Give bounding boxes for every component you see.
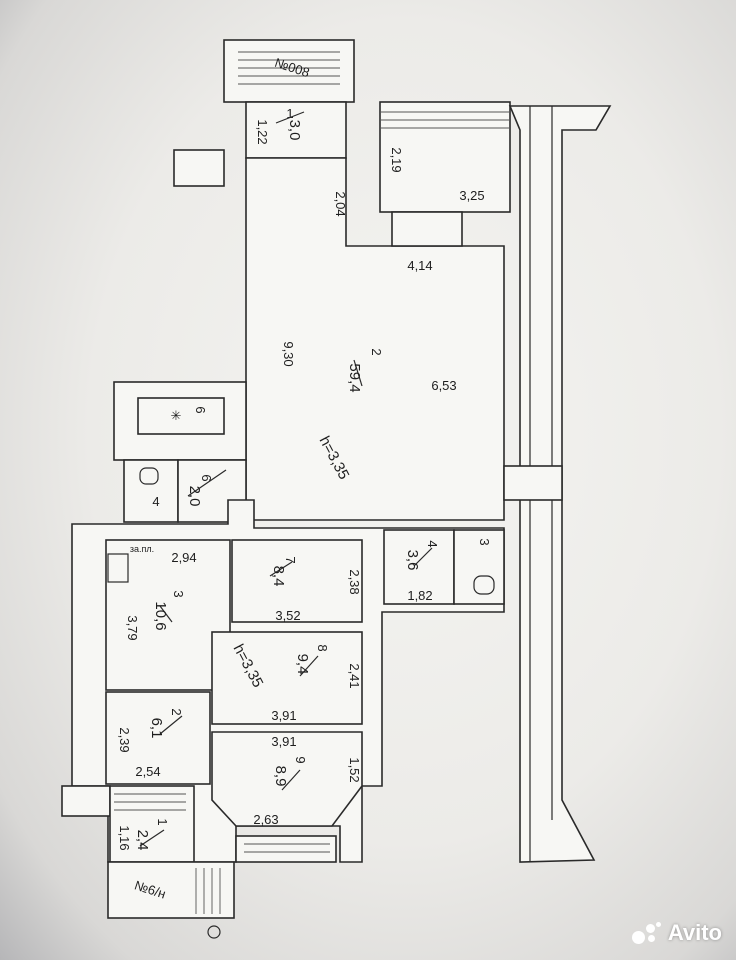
kitchen-dim-379: 3,79 [125,615,140,640]
hall-6-number: 6 [199,474,214,481]
wc-4-right-number: 4 [425,540,440,547]
main-area: 59,4 [346,363,363,392]
entry-1: 1,16 1 2,4 [61,785,337,863]
storage-6-number: 6 [193,406,208,413]
room-9-number: 9 [293,756,308,763]
room-8-number: 8 [315,644,330,651]
room-9: 3,91 9 8,9 1,52 2,63 [211,731,363,827]
kitchen-number: 3 [171,590,186,597]
room-9-dim-391: 3,91 [271,734,296,749]
main-dim-204: 2,04 [333,191,348,216]
room-7-dim-352: 3,52 [275,608,300,623]
wc-4-left: 4 [123,459,179,523]
room-1-area: 3,0 [286,120,303,141]
main-dim-930: 9,30 [281,341,296,366]
room-8-dim-391: 3,91 [271,708,296,723]
stair-top: №008 [223,39,355,103]
room-7-number: 7 [283,556,298,563]
right-corridor [503,105,612,863]
room-2b-dim-239: 2,39 [117,727,132,752]
room-2b-area: 6,1 [148,718,165,739]
main-number: 2 [369,348,384,355]
balcony: 2,19 3,25 [379,101,511,247]
wc-4-right-area: 3,6 [404,550,421,571]
room-9-dim-263: 2,63 [253,812,278,827]
wc-4-left-number: 4 [152,494,159,509]
avito-watermark-text: Avito [667,920,722,945]
room-2b-dim-254: 2,54 [135,764,160,779]
room-7-area: 8,4 [270,566,287,587]
room-1-number: 1 [286,106,293,121]
hall-6-area: 2,0 [186,486,203,507]
room-2-lower: 2 6,1 2,39 2,54 [105,691,211,785]
room-8-dim-241: 2,41 [347,663,362,688]
room-1-top: 1,22 1 3,0 [245,101,347,159]
kitchen-3: за.пл. 2,94 3 10,6 3,79 [105,539,231,691]
main-dim-653: 6,53 [431,378,456,393]
main-dim-414: 4,14 [407,258,432,273]
room-8-area: 9,4 [294,654,311,675]
entry-1-area: 2,4 [134,830,151,851]
avito-logo-icon [631,922,662,944]
room-2-main: 2,04 4,14 9,30 2 59,4 6,53 h=3,35 [245,157,505,521]
stair-bottom: №6/н [107,861,235,939]
balcony-dim-325: 3,25 [459,188,484,203]
storage-6: ✳ 6 [113,381,247,461]
room-1-dim: 1,22 [255,119,270,144]
room-9-area: 8,9 [272,766,289,787]
room-7: 7 8,4 2,38 3,52 [231,539,363,623]
wc-4-right-dim: 1,82 [407,588,432,603]
avito-watermark: Avito [631,920,722,946]
sun-icon: ✳ [171,408,182,423]
kitchen-dim-294: 2,94 [171,550,196,565]
room-9-dim-152: 1,52 [347,757,362,782]
room-2b-number: 2 [169,708,184,715]
kitchen-note: за.пл. [130,544,154,554]
wc-4-right: 4 3,6 1,82 [383,529,455,605]
room-7-dim-238: 2,38 [347,569,362,594]
entry-1-dim-116: 1,16 [117,825,132,850]
wc-3-right-number: 3 [477,538,492,545]
room-8: h=3,35 8 9,4 2,41 3,91 [211,631,363,725]
balcony-dim-219: 2,19 [389,147,404,172]
wc-3-right: 3 [453,529,505,605]
kitchen-area: 10,6 [152,601,169,630]
entry-1-number: 1 [155,818,170,825]
wall-stub-left [173,149,225,187]
